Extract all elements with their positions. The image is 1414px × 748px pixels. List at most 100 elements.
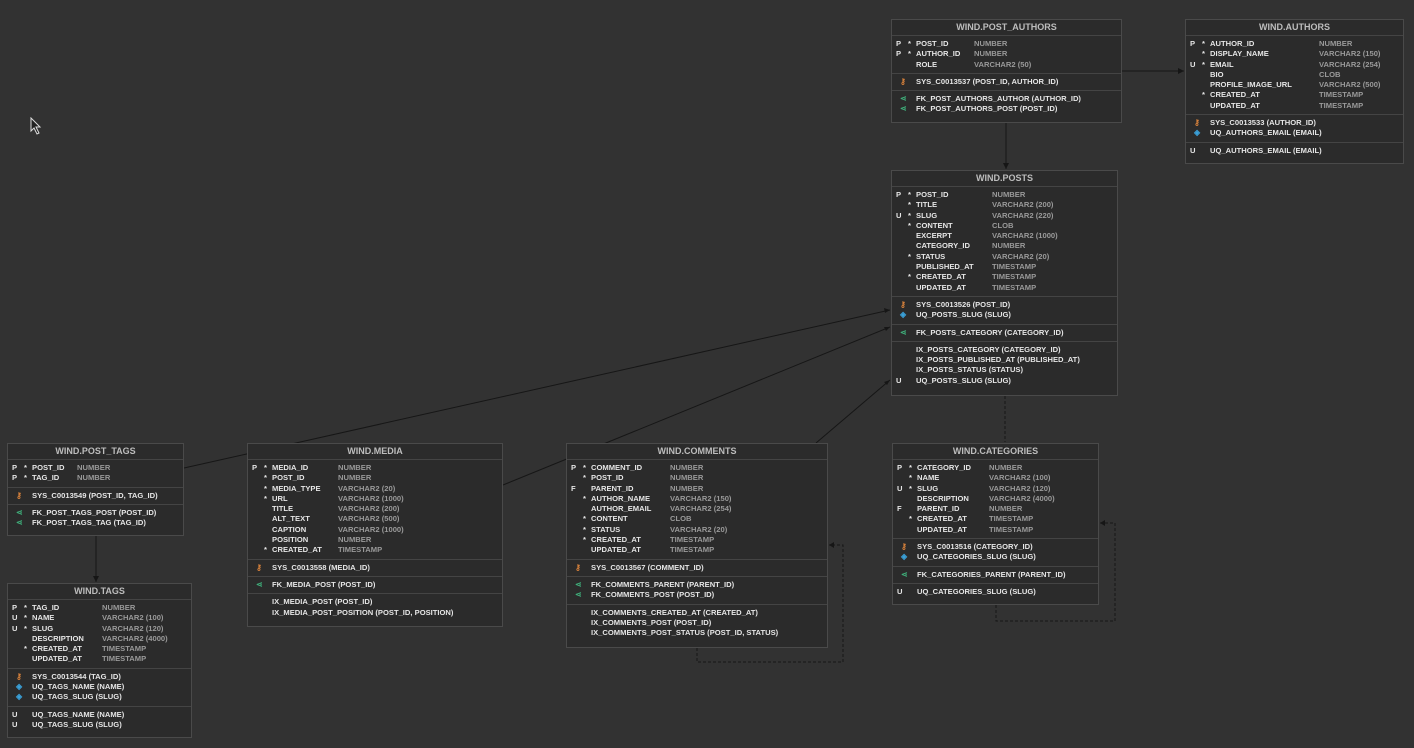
constraint-row[interactable]: ⚷SYS_C0013544 (TAG_ID) bbox=[8, 672, 191, 682]
constraint-row[interactable]: ⋖FK_MEDIA_POST (POST_ID) bbox=[248, 580, 502, 590]
constraint-row[interactable]: ◈UQ_TAGS_NAME (NAME) bbox=[8, 682, 191, 692]
constraint-row[interactable]: ⋖FK_CATEGORIES_PARENT (PARENT_ID) bbox=[893, 570, 1098, 580]
constraint-row[interactable]: ◈UQ_CATEGORIES_SLUG (SLUG) bbox=[893, 552, 1098, 562]
constraint-row[interactable]: ⚷SYS_C0013549 (POST_ID, TAG_ID) bbox=[8, 491, 183, 501]
constraint-row[interactable]: ⚷SYS_C0013533 (AUTHOR_ID) bbox=[1186, 118, 1403, 128]
constraint-row[interactable]: ⋖FK_POST_TAGS_TAG (TAG_ID) bbox=[8, 518, 183, 528]
constraint-row[interactable]: ⋖FK_POST_TAGS_POST (POST_ID) bbox=[8, 508, 183, 518]
constraint-row[interactable]: ⚷SYS_C0013537 (POST_ID, AUTHOR_ID) bbox=[892, 77, 1121, 87]
constraint-row[interactable]: IX_POSTS_STATUS (STATUS) bbox=[892, 365, 1117, 375]
constraint-row[interactable]: ⚷SYS_C0013567 (COMMENT_ID) bbox=[567, 563, 827, 573]
constraint-row[interactable]: IX_COMMENTS_POST (POST_ID) bbox=[567, 618, 827, 628]
rel-comments-self[interactable] bbox=[696, 544, 844, 663]
constraint-row[interactable]: ⚷SYS_C0013516 (CATEGORY_ID) bbox=[893, 542, 1098, 552]
constraint-row[interactable]: ⋖FK_POSTS_CATEGORY (CATEGORY_ID) bbox=[892, 328, 1117, 338]
constraint-row[interactable]: IX_POSTS_PUBLISHED_AT (PUBLISHED_AT) bbox=[892, 355, 1117, 365]
constraint-row[interactable]: ⚷SYS_C0013558 (MEDIA_ID) bbox=[248, 563, 502, 573]
constraint-row[interactable]: IX_POSTS_CATEGORY (CATEGORY_ID) bbox=[892, 345, 1117, 355]
constraint-row[interactable]: IX_COMMENTS_CREATED_AT (CREATED_AT) bbox=[567, 608, 827, 618]
rel-categories-self[interactable] bbox=[995, 522, 1116, 622]
constraint-row[interactable]: ◈UQ_POSTS_SLUG (SLUG) bbox=[892, 310, 1117, 320]
constraint-row[interactable]: ⋖FK_COMMENTS_PARENT (PARENT_ID) bbox=[567, 580, 827, 590]
constraint-row[interactable]: IX_MEDIA_POST_POSITION (POST_ID, POSITIO… bbox=[248, 608, 502, 618]
constraint-row[interactable]: ⋖FK_COMMENTS_POST (POST_ID) bbox=[567, 590, 827, 600]
constraint-row[interactable]: ⚷SYS_C0013526 (POST_ID) bbox=[892, 300, 1117, 310]
constraint-row[interactable]: ◈UQ_AUTHORS_EMAIL (EMAIL) bbox=[1186, 128, 1403, 138]
constraint-row[interactable]: ⋖FK_POST_AUTHORS_POST (POST_ID) bbox=[892, 104, 1121, 114]
rel-post-tags-posts[interactable] bbox=[183, 309, 891, 469]
rel-comments-posts[interactable] bbox=[815, 379, 891, 444]
constraint-row[interactable]: IX_MEDIA_POST (POST_ID) bbox=[248, 597, 502, 607]
constraint-row[interactable]: IX_COMMENTS_POST_STATUS (POST_ID, STATUS… bbox=[567, 628, 827, 638]
constraint-row[interactable]: ⋖FK_POST_AUTHORS_AUTHOR (AUTHOR_ID) bbox=[892, 94, 1121, 104]
constraint-row[interactable]: ◈UQ_TAGS_SLUG (SLUG) bbox=[8, 692, 191, 702]
